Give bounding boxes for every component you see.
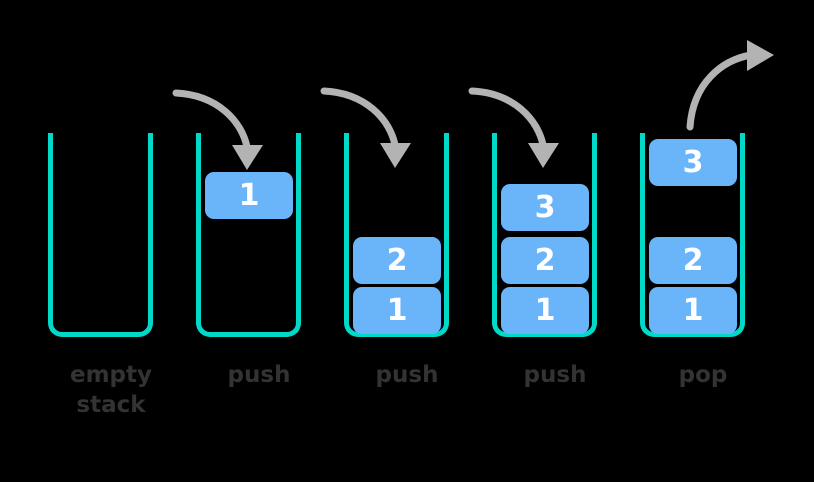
stage-empty-stack: empty stack — [36, 0, 186, 482]
stage-push-2: 2 1 push — [332, 0, 482, 482]
stage-push-1: 1 push — [184, 0, 334, 482]
stack-box: 3 — [501, 184, 589, 231]
stack-container — [640, 133, 745, 337]
stack-box: 1 — [205, 172, 293, 219]
stack-container — [48, 133, 153, 337]
stack-box-popped: 3 — [649, 139, 737, 186]
stage-label: empty stack — [69, 362, 153, 418]
stage-pop: 3 2 1 pop — [628, 0, 778, 482]
stack-box: 1 — [353, 287, 441, 334]
stage-label: push — [523, 362, 587, 388]
stack-box: 1 — [649, 287, 737, 334]
stack-container — [196, 133, 301, 337]
stage-push-3: 3 2 1 push — [480, 0, 630, 482]
stack-container — [344, 133, 449, 337]
stack-box: 1 — [501, 287, 589, 334]
stack-box: 2 — [649, 237, 737, 284]
stack-box: 2 — [501, 237, 589, 284]
stack-box: 2 — [353, 237, 441, 284]
stage-label: push — [375, 362, 439, 388]
stage-label: push — [227, 362, 291, 388]
stack-container — [492, 133, 597, 337]
stage-label: pop — [678, 362, 728, 388]
